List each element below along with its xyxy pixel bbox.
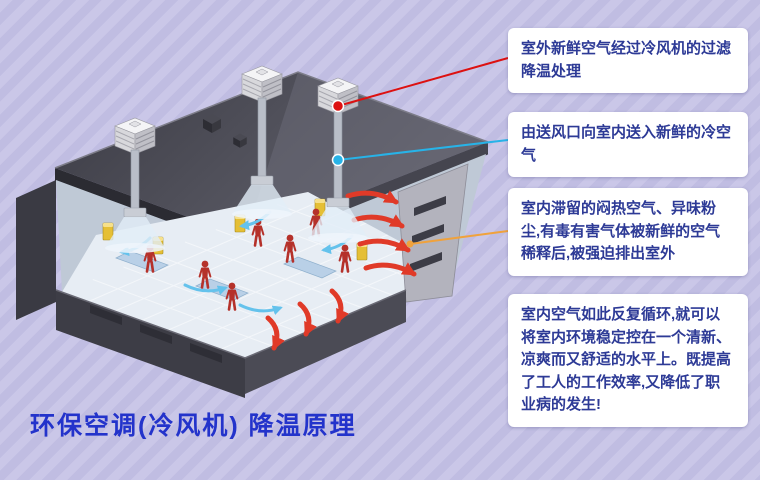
callout-text-2: 由送风口向室内送入新鲜的冷空气 — [521, 124, 732, 164]
callout-1-connector-line — [337, 57, 509, 107]
callout-3-connector-line — [409, 230, 509, 245]
left-end-wall — [16, 180, 56, 320]
callout-exhaust-stale-air: 室内滞留的闷热空气、异味粉尘,有毒有害气体被新鲜的空气稀释后,被强迫排出室外 — [508, 188, 748, 276]
callout-2-connector-line — [337, 139, 509, 161]
cooler-unit-2 — [241, 65, 283, 103]
callout-2-anchor-dot — [331, 153, 345, 167]
callout-connectors — [331, 57, 509, 248]
callout-text-1: 室外新鲜空气经过冷风机的过滤降温处理 — [521, 40, 732, 80]
callout-text-4: 室内空气如此反复循环,就可以将室内环境稳定控在一个清新、凉爽而又舒适的水平上。既… — [521, 306, 732, 413]
cooler-unit-1 — [114, 117, 156, 155]
callout-text-3: 室内滞留的闷热空气、异味粉尘,有毒有害气体被新鲜的空气稀释后,被强迫排出室外 — [521, 200, 721, 262]
callout-1-anchor-dot — [331, 99, 345, 113]
callout-outdoor-air-filtering: 室外新鲜空气经过冷风机的过滤降温处理 — [508, 28, 748, 93]
callout-circulation-benefits: 室内空气如此反复循环,就可以将室内环境稳定控在一个清新、凉爽而又舒适的水平上。既… — [508, 294, 748, 427]
callout-supply-fresh-air: 由送风口向室内送入新鲜的冷空气 — [508, 112, 748, 177]
page-title: 环保空调(冷风机) 降温原理 — [30, 412, 357, 440]
callout-3-anchor-dot — [406, 240, 414, 248]
front-walls — [55, 289, 407, 398]
exhaust-air-arrows — [265, 190, 417, 351]
